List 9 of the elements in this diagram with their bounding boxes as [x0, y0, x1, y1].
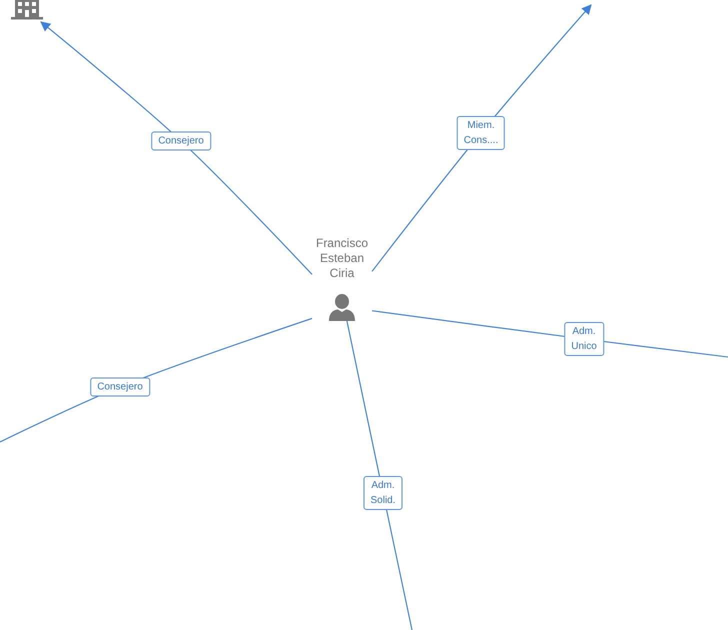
connector-line: [346, 320, 413, 630]
edge-label: Miem. Cons....: [456, 116, 506, 150]
connector-line: [372, 310, 728, 358]
arrow: [40, 21, 312, 275]
edge-label: Consejero: [90, 378, 150, 396]
edge-label: Adm. Solid.: [364, 476, 402, 510]
edge-label: Adm. Unico: [564, 322, 604, 356]
person-name: Francisco Esteban Ciria: [314, 236, 369, 281]
edge-label: Consejero: [151, 132, 211, 150]
